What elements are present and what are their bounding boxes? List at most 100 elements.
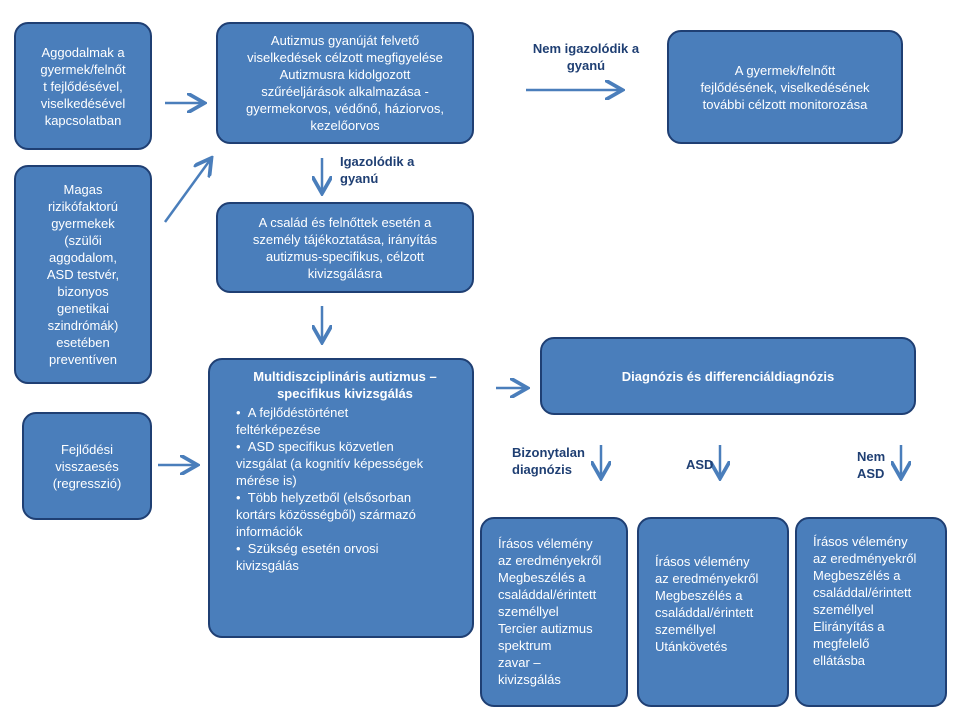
not-asd-line: Megbeszélés a: [813, 568, 901, 583]
multi-bullet-line: információk: [236, 524, 303, 539]
monitoring-line: fejlődésének, viselkedésének: [700, 79, 870, 95]
uncertain-line: Tercier autizmus: [498, 621, 593, 636]
regression-line: visszaesés: [55, 458, 119, 474]
label-confirmed: Igazolódik a gyanú: [340, 153, 414, 187]
label-not-confirmed: Nem igazolódik a gyanú: [524, 40, 648, 74]
asd-line: Utánkövetés: [655, 639, 728, 654]
label-not-asd: Nem ASD: [857, 448, 885, 482]
concerns-line: t fejlődésével,: [43, 78, 123, 94]
high-risk-line: aggodalom,: [49, 250, 117, 265]
asd-result-box: Írásos vélemény az eredményekről Megbesz…: [637, 517, 789, 707]
not-asd-result-box: Írásos vélemény az eredményekről Megbesz…: [795, 517, 947, 707]
multi-bullet-line: vizsgálat (a kognitív képességek: [236, 456, 424, 471]
monitoring-line: további célzott monitorozása: [702, 96, 868, 112]
screening-line: gyermekorvos, védőnő, háziorvos,: [246, 101, 444, 116]
multi-bullet-line: • Több helyzetből (elsősorban: [236, 490, 412, 505]
multi-title-line: Multidiszciplináris autizmus –: [253, 369, 437, 384]
multi-bullet: • Több helyzetből (elsősorban kortárs kö…: [236, 489, 462, 540]
monitoring-line: A gyermek/felnőtt: [734, 62, 836, 78]
regression-box: Fejlődési visszaesés (regresszió): [22, 412, 152, 520]
multi-bullet-line: mérése is): [236, 473, 297, 488]
uncertain-line: Írásos vélemény: [498, 536, 593, 551]
uncertain-line: kivizsgálás: [498, 672, 561, 687]
multi-bullet-line: • A fejlődéstörténet: [236, 405, 349, 420]
high-risk-line: genetikai: [56, 301, 110, 316]
label-line: ASD: [857, 466, 885, 481]
label-line: ASD: [686, 457, 714, 472]
multi-bullet-line: • ASD specifikus közvetlen: [236, 439, 394, 454]
diagnosis-box: Diagnózis és differenciáldiagnózis: [540, 337, 916, 415]
inform-box: A család és felnőttek esetén a személy t…: [216, 202, 474, 293]
screening-box: Autizmus gyanúját felvető viselkedések c…: [216, 22, 474, 144]
concerns-line: Aggodalmak a: [41, 44, 125, 60]
not-asd-line: Elirányítás a: [813, 619, 885, 634]
asd-line: személlyel: [655, 622, 716, 637]
screening-line: Autizmus gyanúját felvető: [270, 33, 420, 48]
high-risk-line: gyermekek: [51, 216, 115, 231]
not-asd-line: megfelelő: [813, 636, 870, 651]
not-asd-line: az eredményekről: [813, 551, 917, 566]
label-line: Igazolódik a: [340, 154, 415, 169]
uncertain-line: Megbeszélés a: [498, 570, 586, 585]
arrow-highrisk-to-screening: [163, 160, 210, 223]
multi-title: Multidiszciplináris autizmus – specifiku…: [228, 368, 462, 402]
screening-line: viselkedések célzott megfigyelése: [247, 50, 443, 65]
not-asd-line: személlyel: [813, 602, 874, 617]
multi-bullet: • A fejlődéstörténet feltérképezése: [236, 404, 462, 438]
inform-line: A család és felnőttek esetén a: [258, 214, 432, 230]
high-risk-box: Magas rizikófaktorú gyermekek (szülői ag…: [14, 165, 152, 384]
high-risk-line: ASD testvér,: [46, 267, 120, 282]
concerns-line: kapcsolatban: [44, 112, 122, 128]
asd-line: Megbeszélés a: [655, 588, 743, 603]
monitoring-box: A gyermek/felnőtt fejlődésének, viselked…: [667, 30, 903, 144]
not-asd-line: Írásos vélemény: [813, 534, 908, 549]
asd-line: Írásos vélemény: [655, 554, 750, 569]
inform-line: kivizsgálásra: [307, 265, 383, 281]
screening-line: Autizmusra kidolgozott: [279, 67, 411, 82]
uncertain-line: spektrum: [498, 638, 552, 653]
label-uncertain-diagnosis: Bizonytalan diagnózis: [512, 444, 585, 478]
label-line: gyanú: [566, 58, 606, 73]
asd-line: az eredményekről: [655, 571, 759, 586]
multi-bullet-line: kivizsgálás: [236, 558, 299, 573]
label-line: gyanú: [340, 171, 379, 186]
diagnosis-title: Diagnózis és differenciáldiagnózis: [621, 368, 835, 384]
high-risk-line: Magas: [63, 182, 103, 197]
high-risk-line: (szülői: [64, 233, 102, 248]
high-risk-line: preventíven: [49, 352, 117, 367]
screening-line: kezelőorvos: [310, 118, 380, 133]
uncertain-line: az eredményekről: [498, 553, 602, 568]
uncertain-result-box: Írásos vélemény az eredményekről Megbesz…: [480, 517, 628, 707]
label-line: Nem igazolódik a: [532, 41, 640, 56]
concerns-box: Aggodalmak a gyermek/felnőt t fejlődésév…: [14, 22, 152, 150]
screening-line: szűréeljárások alkalmazása -: [261, 84, 429, 99]
multi-bullet-line: kortárs közösségből) származó: [236, 507, 416, 522]
uncertain-line: zavar –: [498, 655, 541, 670]
multi-title-line: specifikus kivizsgálás: [277, 386, 413, 401]
uncertain-line: családdal/érintett: [498, 587, 597, 602]
multidisciplinary-box: Multidiszciplináris autizmus – specifiku…: [208, 358, 474, 638]
multi-bullet: • Szükség esetén orvosi kivizsgálás: [236, 540, 462, 574]
high-risk-line: bizonyos: [57, 284, 109, 299]
regression-line: Fejlődési: [60, 441, 114, 457]
not-asd-line: családdal/érintett: [813, 585, 912, 600]
label-asd: ASD: [686, 456, 713, 473]
multi-bullet: • ASD specifikus közvetlen vizsgálat (a …: [236, 438, 462, 489]
asd-line: családdal/érintett: [655, 605, 754, 620]
inform-line: autizmus-specifikus, célzott: [265, 248, 425, 264]
high-risk-line: rizikófaktorú: [47, 199, 119, 214]
inform-line: személy tájékoztatása, irányítás: [252, 231, 438, 247]
concerns-line: viselkedésével: [40, 95, 126, 111]
multi-bullet-line: • Szükség esetén orvosi: [236, 541, 379, 556]
regression-line: (regresszió): [52, 475, 122, 491]
label-line: Bizonytalan: [512, 445, 585, 460]
high-risk-line: szindrómák): [47, 318, 119, 333]
not-asd-line: ellátásba: [813, 653, 866, 668]
concerns-line: gyermek/felnőt: [40, 61, 126, 77]
uncertain-line: személlyel: [498, 604, 559, 619]
high-risk-line: esetében: [56, 335, 110, 350]
multi-bullet-line: feltérképezése: [236, 422, 321, 437]
label-line: Nem: [857, 449, 886, 464]
label-line: diagnózis: [512, 462, 572, 477]
